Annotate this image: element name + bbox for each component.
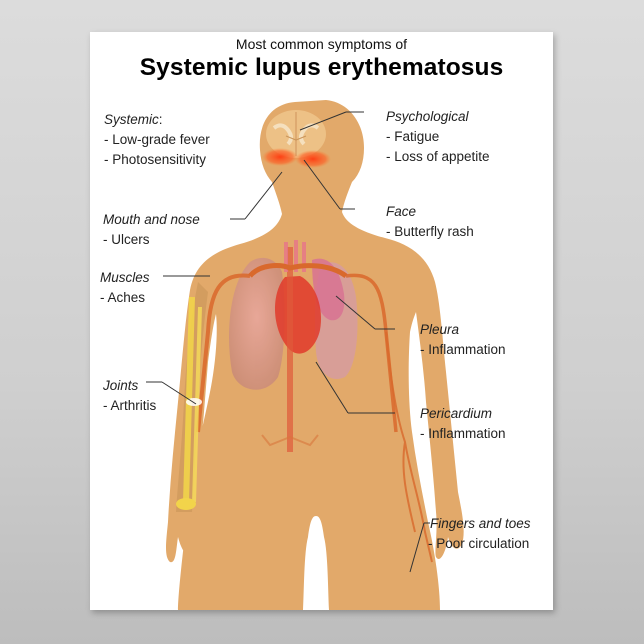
symptom-heading: Fingers and toes [430,516,531,531]
symptom-heading: Systemic [104,112,159,127]
body-silhouette [166,100,464,610]
poster-title: Systemic lupus erythematosus [139,54,504,81]
symptom-heading: Joints [103,378,139,393]
symptom-item: - Loss of appetite [386,149,490,164]
symptom-item: - Butterfly rash [386,224,474,239]
symptom-item: - Arthritis [103,398,157,413]
symptom-systemic: Systemic: - Low-grade fever - Photosensi… [104,110,210,170]
symptom-fingers-toes: Fingers and toes - Poor circulation [428,514,531,554]
symptom-pericardium: Pericardium - Inflammation [420,404,506,444]
symptom-pleura: Pleura - Inflammation [420,320,506,360]
butterfly-rash [262,148,331,168]
symptom-item: - Inflammation [420,342,506,357]
symptom-item: - Low-grade fever [104,132,210,147]
symptom-item: - Fatigue [386,129,440,144]
brain [266,110,326,158]
symptom-face: Face - Butterfly rash [386,202,474,242]
pleura [312,258,345,321]
symptom-heading: Pleura [420,322,460,337]
arm-veins [385,331,433,563]
poster: Most common symptoms of Systemic lupus e… [90,32,553,610]
symptom-item: - Aches [100,290,146,305]
symptom-item: - Ulcers [103,232,150,247]
symptom-muscles: Muscles - Aches [100,268,150,308]
leader-lines [146,111,430,573]
symptom-heading: Muscles [100,270,150,285]
symptom-item: - Photosensitivity [104,152,207,167]
symptom-mouth-nose: Mouth and nose - Ulcers [103,210,200,250]
body-illustration [146,100,464,610]
symptom-heading: Face [386,204,417,219]
symptom-psychological: Psychological - Fatigue - Loss of appeti… [386,107,490,167]
symptom-heading: Mouth and nose [103,212,200,227]
heart-and-vessels [196,240,398,452]
lungs [229,257,358,390]
symptom-item: - Poor circulation [428,536,530,551]
symptom-heading: Pericardium [420,406,493,421]
poster-subtitle: Most common symptoms of [235,36,408,52]
symptom-joints: Joints - Arthritis [103,376,156,416]
symptom-heading: Psychological [386,109,469,124]
symptom-item: - Inflammation [420,426,506,441]
